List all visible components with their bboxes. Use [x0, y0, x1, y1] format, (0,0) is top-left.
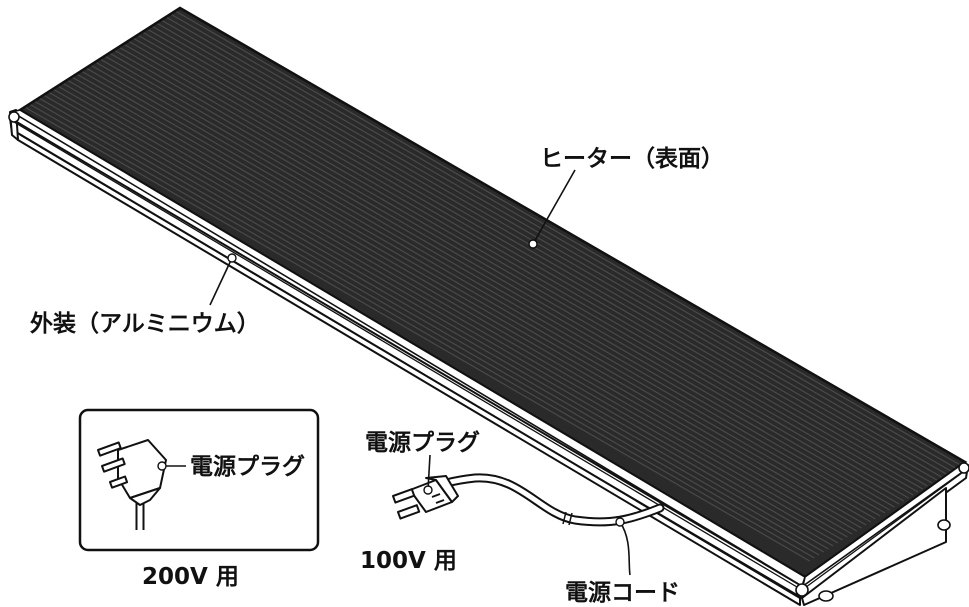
- heater-rib: [62, 82, 848, 538]
- heater-rib: [76, 73, 862, 529]
- heater-rib: [109, 52, 895, 508]
- label-power-cord: 電源コード: [565, 580, 680, 606]
- heater-rib: [146, 28, 933, 484]
- heater-rib: [142, 31, 928, 487]
- label-heater-surface: ヒーター（表面）: [540, 145, 724, 172]
- heater-rib: [85, 67, 872, 523]
- heater-rib: [99, 58, 886, 514]
- heater-rib: [90, 64, 876, 520]
- caption-200v: 200V 用: [142, 564, 239, 590]
- leader-lines: [162, 169, 631, 576]
- screw-front-left: [8, 111, 20, 123]
- heater-rib: [57, 85, 843, 541]
- heater-rib: [29, 103, 815, 559]
- heater-rib: [156, 22, 942, 478]
- heater-rib: [47, 91, 834, 547]
- heater-rib: [94, 61, 881, 517]
- heater-rib: [24, 106, 811, 562]
- plug-200v-inset: [78, 408, 320, 552]
- heater-rib: [80, 70, 867, 526]
- heater-rib: [113, 49, 900, 505]
- label-plug-200v: 電源プラグ: [190, 453, 305, 480]
- heater-rib: [151, 25, 938, 481]
- heater-rib: [123, 43, 909, 499]
- heater-rib: [160, 19, 947, 475]
- heater-rib: [118, 46, 905, 502]
- heater-surface: [17, 6, 968, 579]
- heater-rib: [127, 40, 914, 496]
- corner-screws: [8, 111, 969, 602]
- label-exterior: 外装（アルミニウム）: [30, 310, 260, 337]
- heater-rib: [174, 10, 961, 466]
- heater-rib: [71, 76, 858, 532]
- heater-rib: [132, 37, 919, 493]
- frame-top-rim: [9, 109, 969, 588]
- heater-rib: [165, 16, 952, 472]
- frame-rim-lines: [13, 121, 967, 599]
- foot-right: [937, 519, 951, 531]
- heater-rib: [33, 100, 820, 556]
- caption-100v: 100V 用: [360, 548, 457, 574]
- plug-200v: [97, 439, 167, 530]
- label-plug-100v: 電源プラグ: [365, 429, 480, 456]
- heater-rib: [104, 55, 891, 511]
- leader-cord: [619, 521, 631, 576]
- foot-front: [818, 590, 834, 602]
- heater-rib: [137, 34, 923, 490]
- leader-plug-100v: [427, 454, 431, 491]
- leader-dots: [157, 239, 625, 527]
- screw-front-right: [795, 583, 809, 597]
- heater-rib: [66, 79, 853, 535]
- plug-100v: [392, 475, 459, 520]
- heater-rib: [170, 13, 956, 469]
- heater-rib: [52, 88, 839, 544]
- leader-exterior: [209, 257, 233, 306]
- leader-heater: [532, 169, 576, 245]
- heater-rib: [38, 97, 825, 553]
- cord-break-marks: [562, 511, 573, 526]
- screw-back-right: [958, 462, 969, 474]
- heater-rib: [43, 94, 829, 550]
